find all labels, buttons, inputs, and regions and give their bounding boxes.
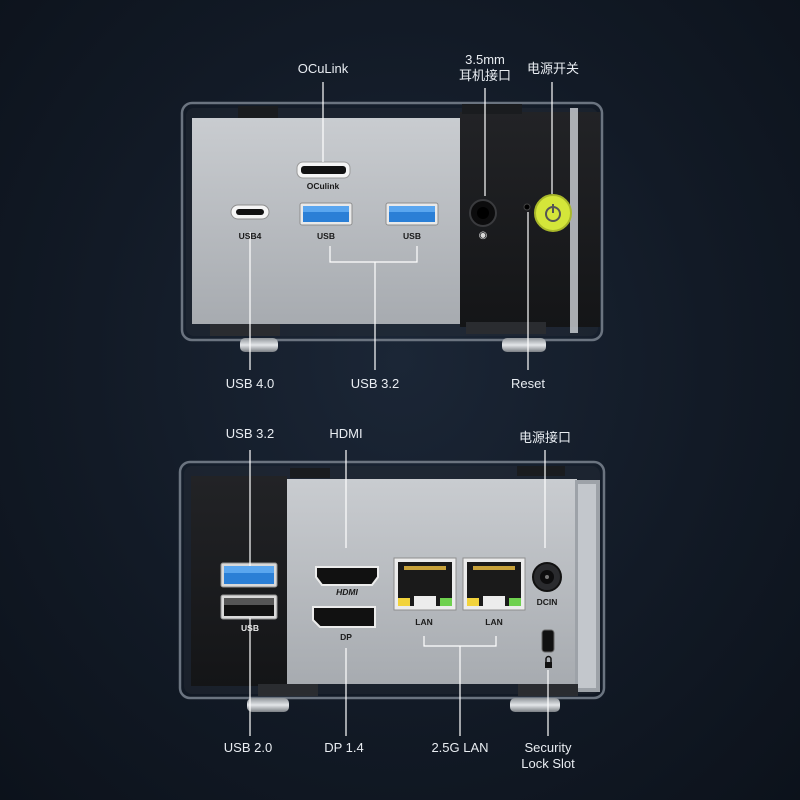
- dp-port: [312, 606, 376, 628]
- usb32-bottom-callout: USB 3.2: [225, 426, 275, 441]
- bottom-foot-left: [247, 698, 289, 712]
- reset-pinhole: [523, 203, 531, 211]
- svg-text:◉: ◉: [479, 230, 488, 241]
- bottom-leader-lines: [249, 450, 549, 736]
- usb-port-label: USB: [241, 623, 259, 633]
- lan-port-2: [462, 557, 526, 611]
- lan-callout: 2.5G LAN: [431, 740, 489, 755]
- oculink-callout: OCuLink: [297, 61, 349, 76]
- security-lock-slot: [541, 629, 555, 653]
- security-lock-callout-line2: Lock Slot: [521, 756, 575, 771]
- oculink-port-label: OCulink: [306, 181, 340, 191]
- dp-port-label: DP: [340, 632, 352, 642]
- usb4-port-label: USB4: [238, 231, 262, 241]
- audio-callout-cn: 耳机接口: [458, 68, 511, 83]
- top-leader-lines: [249, 82, 553, 370]
- dp-callout: DP 1.4: [324, 740, 364, 755]
- top-foot-right: [502, 338, 546, 352]
- security-lock-callout-line1: Security: [524, 740, 572, 755]
- usb-a-1-port-label: USB: [317, 231, 335, 241]
- audio-callout: 3.5mm: [465, 52, 505, 67]
- top-foot-left: [240, 338, 278, 352]
- bottom-device: [178, 450, 606, 736]
- hdmi-port-label: HDMI: [336, 587, 358, 597]
- usb20-callout: USB 2.0: [223, 740, 273, 755]
- bottom-foot-right: [510, 698, 560, 712]
- usb4-callout: USB 4.0: [225, 376, 275, 391]
- power-callout: 电源开关: [526, 61, 579, 76]
- lan1-port-label: LAN: [415, 617, 433, 627]
- reset-callout: Reset: [511, 376, 545, 391]
- hdmi-port: [315, 566, 379, 586]
- dcin-port-label: DCIN: [536, 597, 558, 607]
- hdmi-callout: HDMI: [329, 426, 363, 441]
- top-device: ◉: [180, 82, 604, 370]
- usb32-callout: USB 3.2: [350, 376, 400, 391]
- lan2-port-label: LAN: [485, 617, 503, 627]
- dc-callout: 电源接口: [518, 430, 571, 445]
- lan-port-1: [393, 557, 457, 611]
- usb-a-2-port-label: USB: [403, 231, 421, 241]
